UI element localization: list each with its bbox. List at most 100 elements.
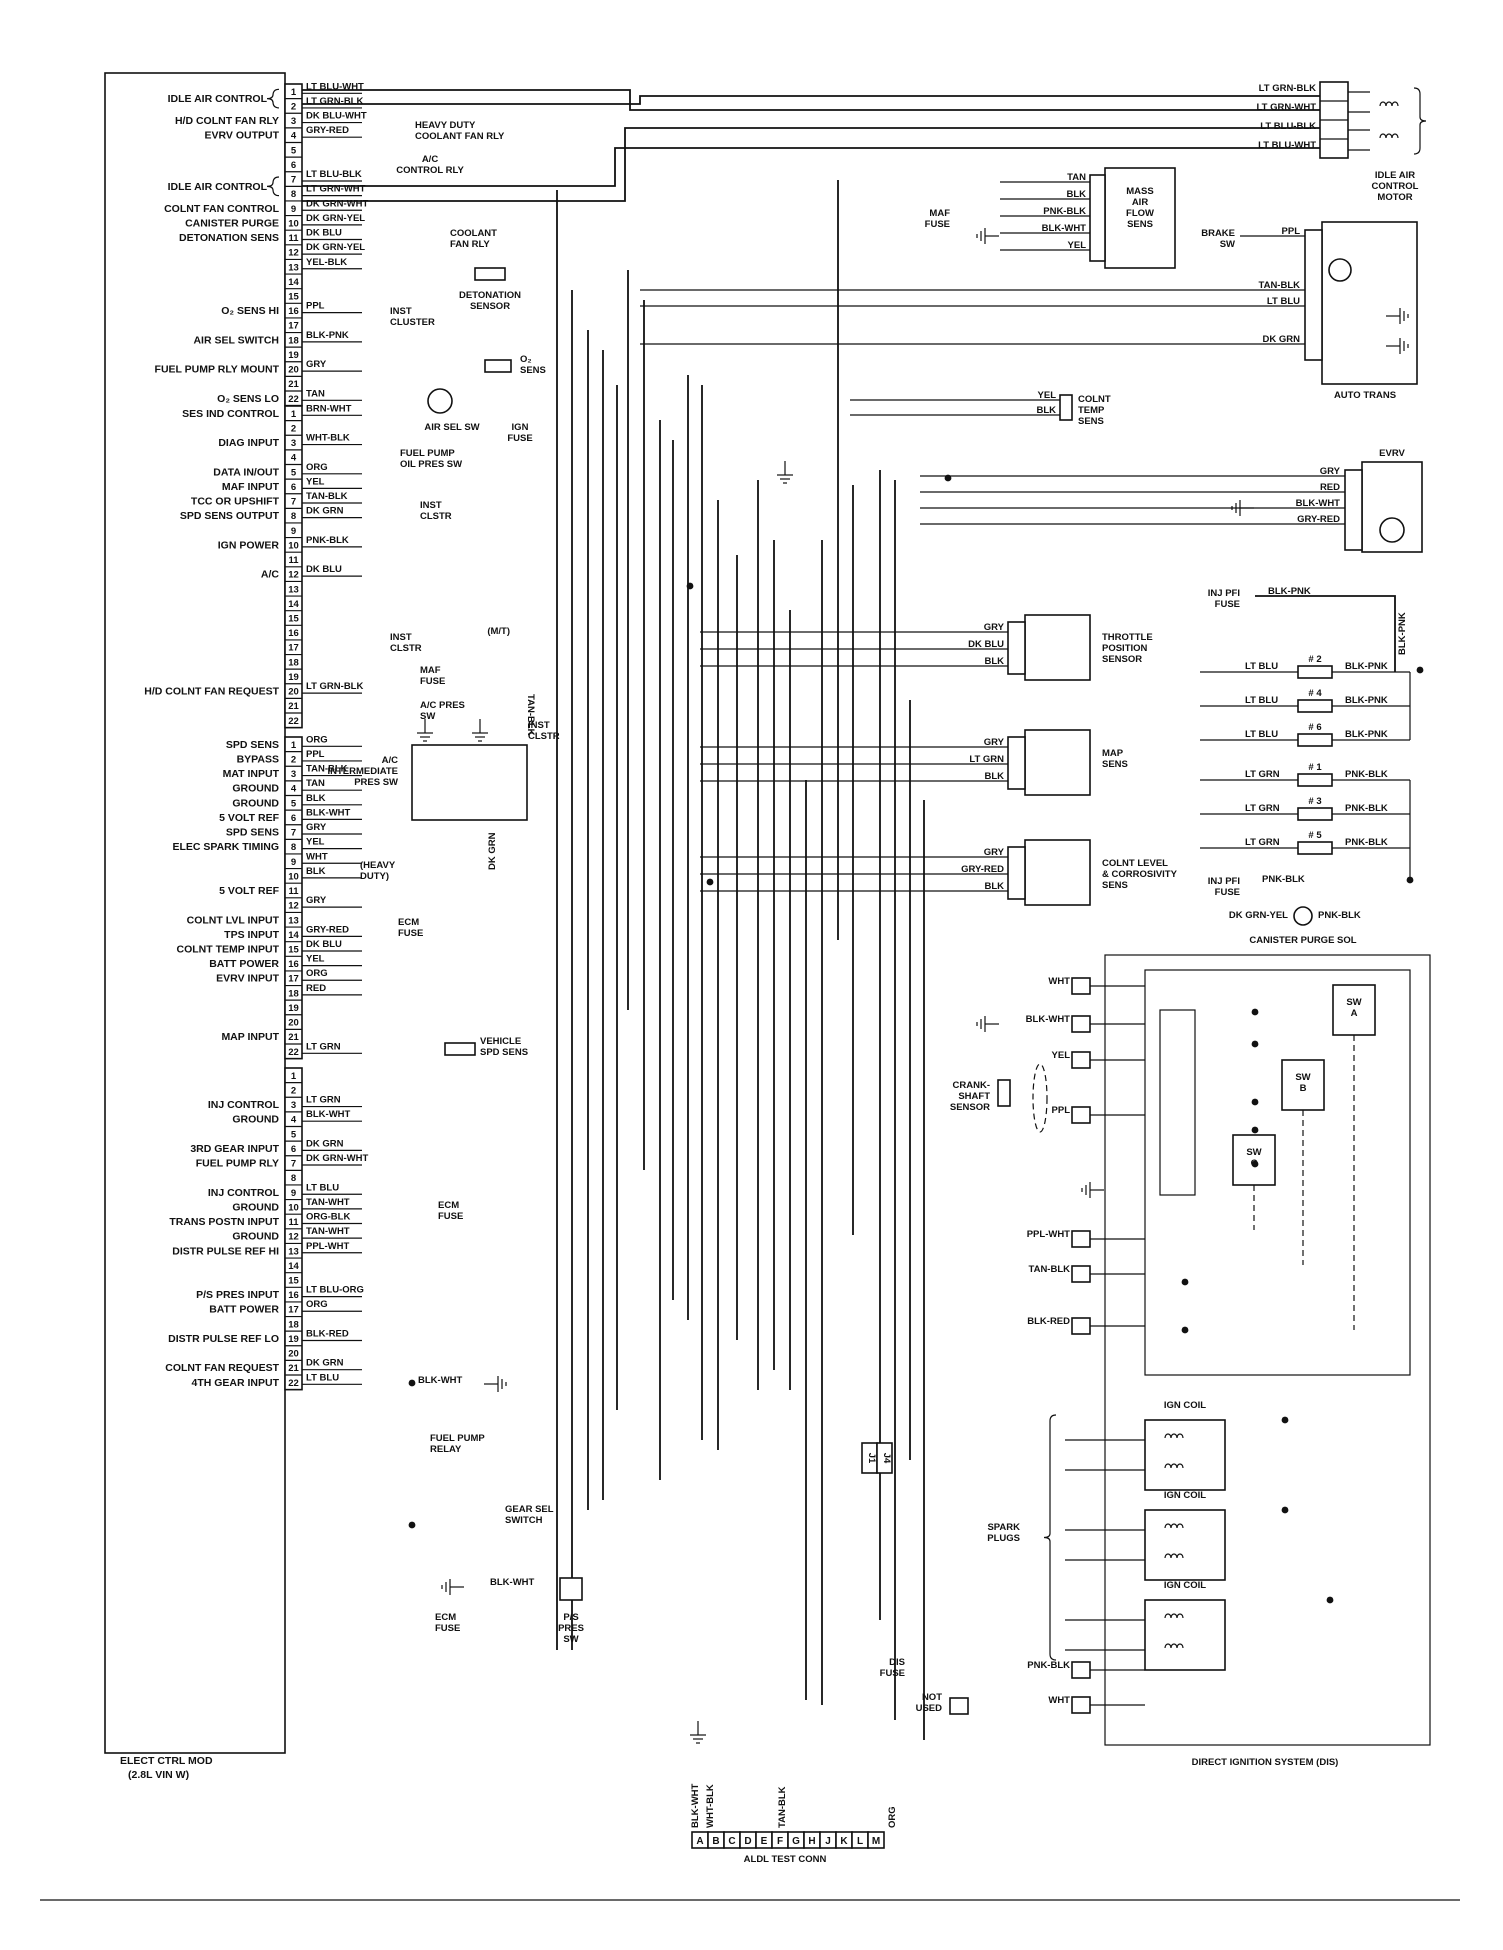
pin-number: 17	[288, 1305, 299, 1316]
injector-out-label: BLK-PNK	[1345, 729, 1388, 740]
ecm-pin-label: MAT INPUT	[223, 768, 280, 780]
ecm-wire-color-label: DK GRN	[306, 506, 344, 517]
dis-pin	[1071, 1317, 1091, 1335]
ecm-wire-color-label: BRN-WHT	[306, 403, 352, 414]
pin-number: 16	[288, 959, 299, 970]
dis-wire-label: WHT	[1048, 976, 1070, 987]
aldl-pin-letter: B	[712, 1836, 719, 1847]
ecm-pin-label: COLNT FAN CONTROL	[164, 203, 279, 215]
injector-number-label: # 5	[1308, 830, 1322, 841]
fuel-injector-4	[1297, 773, 1333, 787]
ecm-pin-label: SPD SENS	[226, 827, 279, 839]
dis-wire-label: YEL	[1052, 1050, 1071, 1061]
junction-dot	[1251, 1040, 1259, 1048]
pin-number: 22	[288, 394, 299, 405]
ecm-pin-label: TPS INPUT	[224, 929, 279, 941]
ecm-wire-color-label: DK GRN-YEL	[306, 242, 365, 253]
pin-number: 22	[288, 1047, 299, 1058]
ecm-pin-label: INJ CONTROL	[208, 1187, 280, 1199]
dis-wire-label: PPL	[1052, 1105, 1071, 1116]
pin-number: 7	[291, 1159, 296, 1170]
switch-b-box	[1281, 1059, 1325, 1111]
iac-wire-label: LT BLU-WHT	[1258, 140, 1316, 151]
ecm-wire-color-label: BLK	[306, 793, 326, 804]
pin-number: 10	[288, 1202, 299, 1213]
ecm-pin-label: O₂ SENS HI	[221, 305, 279, 317]
ecm-wire-color-label: YEL	[306, 837, 325, 848]
iac-wire	[302, 127, 1320, 202]
ign-coil-label-2: IGN COIL	[1164, 1490, 1206, 1501]
maf-ground-icon	[976, 228, 999, 244]
pin-number: 17	[288, 643, 299, 654]
ecm-wire-color-label: TAN-WHT	[306, 1197, 350, 1208]
aldl-pin-letter: F	[777, 1836, 783, 1847]
injector-out-label: PNK-BLK	[1345, 837, 1388, 848]
injector-number-label: # 2	[1308, 654, 1321, 665]
ign-coil-winding-icon	[1164, 1463, 1184, 1469]
junction-dot	[686, 582, 694, 590]
auto-trans-ground-icon	[1386, 308, 1409, 324]
ac-intermediate-pres-sw-box	[411, 744, 528, 821]
dis-pin	[1071, 1230, 1091, 1248]
ecm-subtitle: (2.8L VIN W)	[128, 1769, 189, 1781]
iac-wire	[302, 95, 1320, 105]
ecm-pin-label: H/D COLNT FAN REQUEST	[144, 686, 279, 698]
ecm-title: ELECT CTRL MOD	[120, 1755, 213, 1767]
ecm-wire-color-label: YEL-BLK	[306, 257, 347, 268]
aldl-pin-letter: J	[825, 1836, 831, 1847]
fuel-injector-1	[1297, 665, 1333, 679]
mt-label: (M/T)	[487, 626, 510, 637]
auto-trans-wire-label: LT BLU	[1267, 296, 1300, 307]
pin-number: 16	[288, 306, 299, 317]
pin-number: 5	[291, 1129, 297, 1140]
aldl-pin-letter: K	[840, 1836, 848, 1847]
ecm-pin-label: 5 VOLT REF	[219, 812, 279, 824]
ecm-body	[104, 72, 286, 1754]
pin-number: 19	[288, 1003, 299, 1014]
ecm-pin-label: CANISTER PURGE	[185, 217, 279, 229]
junction-dot	[706, 878, 714, 886]
switch-a-box	[1332, 984, 1376, 1036]
ecm-pin-label: 5 VOLT REF	[219, 885, 279, 897]
colnt-level-wire-label: BLK	[984, 881, 1004, 892]
tps-wire-label: DK BLU	[968, 639, 1004, 650]
pin-number: 2	[291, 754, 296, 765]
evrv-connector	[1344, 469, 1363, 551]
ecm-pin-label: TRANS POSTN INPUT	[169, 1216, 279, 1228]
pin-number: 14	[288, 599, 299, 610]
pin-number: 12	[288, 570, 299, 581]
pin-number: 7	[291, 497, 296, 508]
dis-wire-label: PNK-BLK	[1027, 1660, 1070, 1671]
ecm-wire-color-label: LT BLU-WHT	[306, 81, 364, 92]
pin-number: 15	[288, 944, 299, 955]
pin-number: 10	[288, 218, 299, 229]
ecm-wire-color-label: BLK-PNK	[306, 330, 349, 341]
injector-in-label: LT BLU	[1245, 661, 1278, 672]
pin-number: 6	[291, 160, 296, 171]
aldl-pin-letter: E	[761, 1836, 768, 1847]
fuel-injector-6	[1297, 841, 1333, 855]
dis-ground-icon-2	[1081, 1182, 1104, 1198]
aldl-pin-letter: D	[744, 1836, 751, 1847]
ecm-wire-color-label: RED	[306, 983, 326, 994]
ecm-pin-label: IDLE AIR CONTROL	[168, 181, 268, 193]
ecm-pin-label: INJ CONTROL	[208, 1099, 280, 1111]
ecm-wire-color-label: ORG	[306, 734, 328, 745]
pin-number: 15	[288, 1275, 299, 1286]
air-sel-sw-icon	[427, 388, 453, 414]
pin-number: 1	[291, 87, 297, 98]
ecm-wire-color-label: LT BLU-BLK	[306, 169, 362, 180]
junction-dot	[1181, 1326, 1189, 1334]
